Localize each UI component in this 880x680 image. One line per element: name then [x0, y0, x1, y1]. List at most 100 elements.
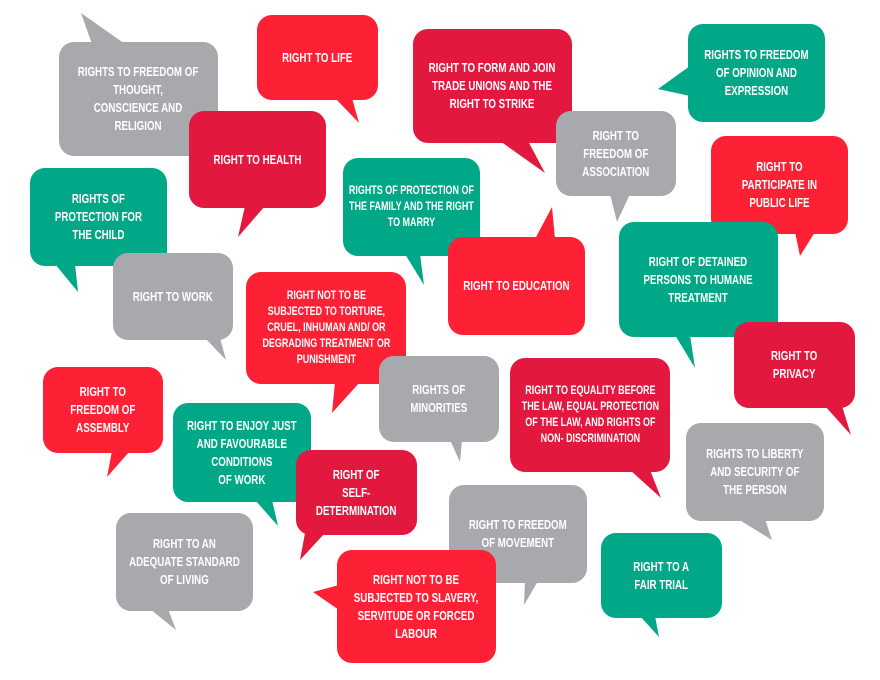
bubble-label-line: DETERMINATION: [316, 503, 397, 518]
bubble-tail: [107, 451, 130, 477]
bubble-tail: [300, 533, 325, 560]
bubble-label-line: RIGHT TO FREEDOM: [469, 518, 567, 532]
bubble-label-line: THE CHILD: [72, 228, 125, 242]
bubble-label-line: RIGHT NOT TO BE: [286, 290, 366, 302]
bubble-label-line: RIGHTS OF PROTECTION OF: [348, 185, 475, 197]
bubble-label-line: RIGHTS OF: [71, 192, 126, 206]
bubble-label-line: PROTECTION FOR: [54, 210, 143, 224]
bubble-tail: [313, 585, 339, 610]
bubble-label-line: RIGHT TO EDUCATION: [463, 279, 570, 293]
bubble-tail: [205, 338, 226, 360]
bubble-label: RIGHTS OF PROTECTION OF THE FAMILY AND TH…: [349, 158, 474, 256]
bubble-body: [686, 423, 824, 521]
bubble-label-line: RIGHTS TO FREEDOM OF: [78, 65, 199, 79]
bubble-label-line: AND SECURITY OF: [710, 465, 800, 479]
bubble-body: [116, 513, 253, 611]
bubble-label-line: PUBLIC LIFE: [749, 196, 810, 210]
bubble-tail: [630, 470, 661, 498]
bubble-tail: [610, 194, 630, 222]
bubble-label-line: SELF-: [342, 485, 371, 500]
bubble-label-line: RELIGION: [114, 119, 163, 133]
bubble-label-line: OF MOVEMENT: [481, 536, 555, 550]
bubble-body: [619, 222, 778, 337]
bubble-body: [379, 356, 499, 442]
bubble-body: [448, 237, 585, 335]
bubble-label-line: THE FAMILY AND THE RIGHT: [349, 201, 474, 213]
bubble-tail: [658, 66, 690, 96]
bubble-label-line: PUNISHMENT: [296, 354, 356, 366]
bubble-label-line: RIGHT TO: [756, 160, 803, 174]
bubble-label-line: OF THE LAW, AND RIGHTS OF: [524, 417, 656, 429]
bubble-label-line: RIGHT TO LIFE: [282, 50, 353, 65]
bubble-body: [59, 42, 218, 156]
bubble-label-line: CONSCIENCE AND: [94, 101, 183, 115]
bubble-tail: [55, 264, 78, 292]
bubble-tail: [535, 207, 555, 239]
bubble-body: [257, 15, 378, 100]
bubble-body: [413, 29, 572, 143]
bubble-label: RIGHTS OF PROTECTION FOR THE CHILD: [45, 168, 152, 266]
bubble-label-line: LABOUR: [395, 626, 438, 641]
bubble-label-line: PARTICIPATE IN: [741, 178, 818, 192]
bubble-body: [113, 253, 233, 340]
bubble-body: [296, 450, 417, 535]
bubble-label-line: OF WORK: [218, 472, 266, 487]
bubble-body: [337, 550, 496, 663]
bubble-label: RIGHT TO LIFE: [270, 15, 364, 100]
bubble-label-line: RIGHT TO A: [633, 559, 690, 574]
bubble-label-line: NON- DISCRIMINATION: [540, 433, 640, 445]
bubble-body: [688, 24, 825, 122]
bubble-label-line: FREEDOM OF: [70, 403, 136, 417]
bubble-label-line: EXPRESSION: [724, 84, 789, 98]
bubble-tail: [405, 254, 424, 285]
bubble-tail: [795, 232, 815, 256]
bubble-label-line: RIGHT OF DETAINED: [649, 254, 748, 269]
bubble-body: [601, 533, 722, 618]
bubble-tail: [524, 581, 538, 605]
bubble-label: RIGHT TO FREEDOM OF MOVEMENT: [464, 485, 572, 583]
bubble-label-line: RIGHT TO FORM AND JOIN: [429, 61, 556, 75]
bubble-label-line: RIGHTS OF: [412, 383, 466, 397]
bubble-label-line: CRUEL, INHUMAN AND/ OR: [266, 322, 386, 334]
bubble-label-line: RIGHT TO: [592, 128, 640, 143]
bubble-body: [30, 168, 167, 266]
bubble-label-line: THE LAW, EQUAL PROTECTION: [521, 401, 659, 413]
bubble-label-line: RIGHT OF: [333, 467, 380, 482]
